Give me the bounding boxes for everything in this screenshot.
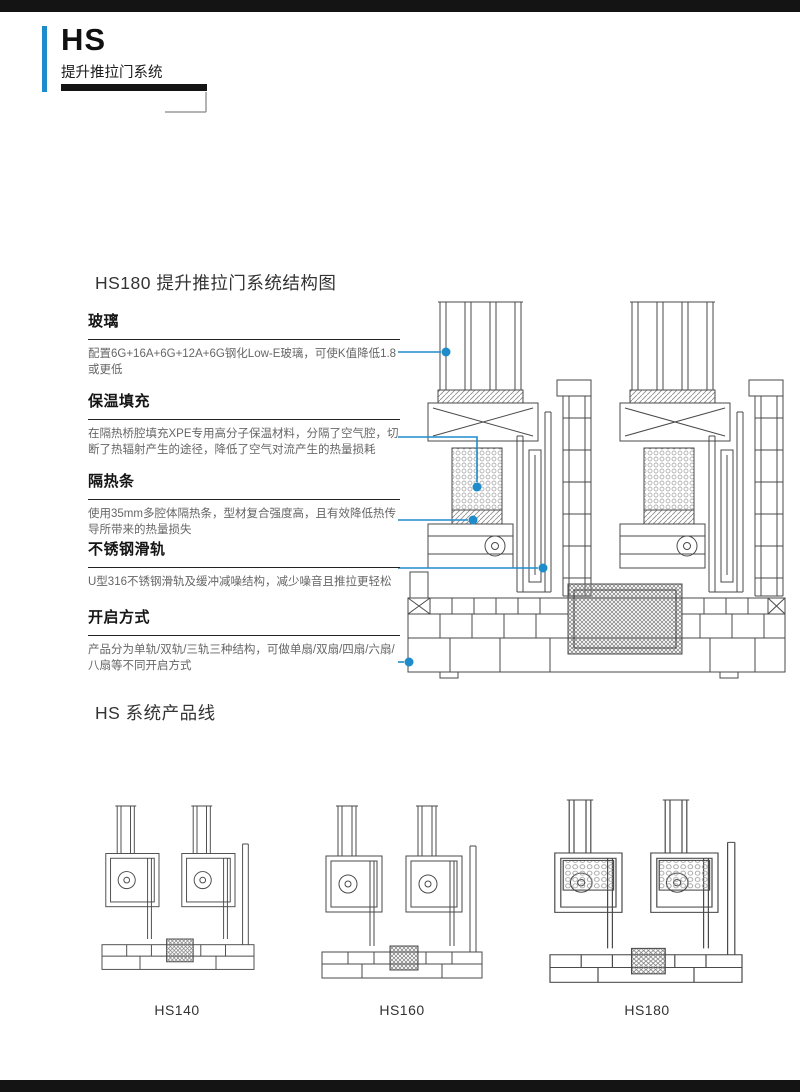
corner-mark <box>165 92 207 113</box>
feature-opening-modes-title: 开启方式 <box>88 606 400 636</box>
mini-diagram-hs180 <box>549 799 743 983</box>
feature-thermal-strip-desc: 使用35mm多腔体隔热条，型材复合强度高，且有效降低热传导所带来的热量损失 <box>88 508 396 536</box>
feature-steel-rail-desc: U型316不锈钢滑轨及缓冲减噪结构，减少噪音且推拉更轻松 <box>88 576 392 588</box>
page-top-bar <box>0 0 800 12</box>
feature-insulation-fill-desc: 在隔热桥腔填充XPE专用高分子保温材料，分隔了空气腔，切断了热辐射产生的途径，降… <box>88 428 399 456</box>
product-section-title: HS 系统产品线 <box>95 703 216 723</box>
feature-opening-modes-desc: 产品分为单轨/双轨/三轨三种结构，可做单扇/双扇/四扇/六扇/八扇等不同开启方式 <box>88 644 395 672</box>
feature-insulation-fill-title: 保温填充 <box>88 390 400 420</box>
feature-glass-desc: 配置6G+16A+6G+12A+6G钢化Low-E玻璃，可使K值降低1.8或更低 <box>88 348 397 376</box>
feature-steel-rail-title: 不锈钢滑轨 <box>88 538 400 568</box>
logo-subtitle: 提升推拉门系统 <box>61 65 163 81</box>
feature-thermal-strip: 隔热条 使用35mm多腔体隔热条，型材复合强度高，且有效降低热传导所带来的热量损… <box>88 470 400 538</box>
feature-opening-modes: 开启方式 产品分为单轨/双轨/三轨三种结构，可做单扇/双扇/四扇/六扇/八扇等不… <box>88 606 400 674</box>
feature-insulation-fill: 保温填充 在隔热桥腔填充XPE专用高分子保温材料，分隔了空气腔，切断了热辐射产生… <box>88 390 400 458</box>
product-line-diagrams <box>101 799 743 983</box>
mini-diagram-hs140 <box>101 805 255 970</box>
page-bottom-bar <box>0 1080 800 1092</box>
feature-steel-rail: 不锈钢滑轨 U型316不锈钢滑轨及缓冲减噪结构，减少噪音且推拉更轻松 <box>88 538 400 591</box>
callout-lines <box>398 351 538 663</box>
product-label-hs160: HS160 <box>379 1002 425 1018</box>
structure-section-title: HS180 提升推拉门系统结构图 <box>95 273 337 293</box>
bottom-track <box>407 571 786 679</box>
feature-thermal-strip-title: 隔热条 <box>88 470 400 500</box>
product-label-hs140: HS140 <box>154 1002 200 1018</box>
product-label-hs180: HS180 <box>624 1002 670 1018</box>
logo-title: HS <box>61 22 107 57</box>
logo-underline-bar <box>61 84 207 91</box>
feature-glass-title: 玻璃 <box>88 310 400 340</box>
callout-dots <box>404 347 548 667</box>
mini-diagram-hs160 <box>321 805 483 979</box>
logo-accent-bar <box>42 26 47 92</box>
feature-glass: 玻璃 配置6G+16A+6G+12A+6G钢化Low-E玻璃，可使K值降低1.8… <box>88 310 400 378</box>
main-structure-diagram <box>407 301 786 679</box>
